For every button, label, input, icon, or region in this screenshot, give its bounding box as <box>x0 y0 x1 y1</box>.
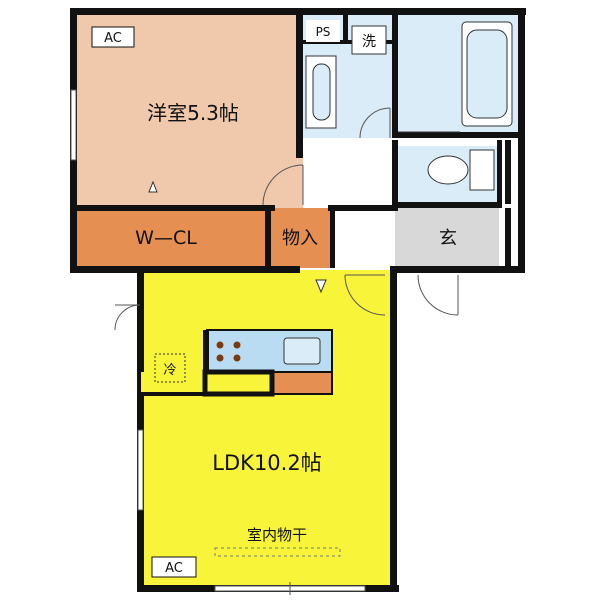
indoor-drying-line <box>214 547 341 557</box>
ac-label-bedroom: AC <box>104 31 122 46</box>
door-swings <box>114 107 459 331</box>
window-left <box>70 89 77 161</box>
entrance-label: 玄 <box>439 228 457 249</box>
window-ldk-left <box>137 429 144 511</box>
storage-label: 物入 <box>282 228 318 249</box>
walk-in-closet <box>75 208 267 268</box>
washbasin-inner <box>312 63 331 121</box>
ldk-label: LDK10.2帖 <box>212 451 321 475</box>
walk-in-closet-label: W—CL <box>135 227 197 249</box>
bathtub-basin <box>466 29 508 119</box>
door-arrow-ldk <box>315 279 327 294</box>
refrigerator-box <box>154 353 186 383</box>
ac-tag-ldk <box>151 556 197 578</box>
washer-label: 洗 <box>362 34 376 50</box>
kitchen-sink <box>283 337 321 365</box>
indoor-drying-label: 室内物干 <box>247 526 307 544</box>
kitchen-cabinet <box>271 371 333 395</box>
pipe-space-box <box>306 20 340 42</box>
kitchen-wall-bottom <box>141 392 272 396</box>
entrance-area <box>395 208 499 268</box>
stove-burners-icon <box>216 341 241 362</box>
refrigerator-label: 冷 <box>163 363 176 378</box>
toilet-tank <box>469 149 495 191</box>
storage-closet <box>270 208 332 268</box>
hallway <box>303 138 398 208</box>
pipe-space-label: PS <box>316 25 331 39</box>
kitchen-wall-left <box>203 330 209 372</box>
ac-tag-bedroom <box>91 26 135 48</box>
washer-box <box>351 25 387 55</box>
ac-label-ldk: AC <box>165 561 183 576</box>
toilet-bowl <box>427 155 469 185</box>
door-arrow-closet <box>148 180 158 193</box>
ldk-room <box>141 270 393 588</box>
western-room-label: 洋室5.3帖 <box>147 101 239 125</box>
